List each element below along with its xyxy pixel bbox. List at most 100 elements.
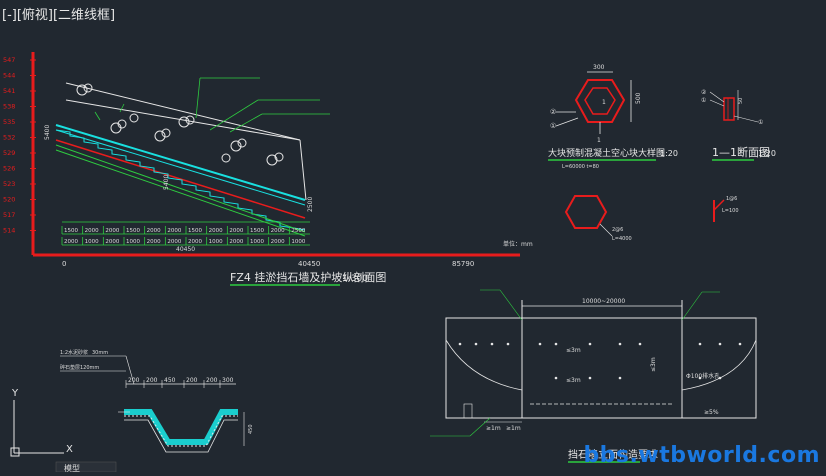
drain-hole bbox=[718, 342, 722, 346]
section-1-1-detail: 50 ② ① ① 1—1断面图 1:20 bbox=[701, 89, 776, 161]
viewport-label[interactable]: [-][俯视][二维线框] bbox=[2, 8, 116, 23]
leader-lines bbox=[94, 77, 330, 133]
drain-hole bbox=[738, 342, 742, 346]
slope-end-line bbox=[299, 139, 307, 201]
boulder-symbols bbox=[76, 83, 284, 166]
elevation-tick-label: 532 bbox=[3, 134, 15, 142]
green-base-line bbox=[55, 144, 306, 233]
dimension-label: 2000 bbox=[167, 228, 181, 234]
dimension-label: 1500 bbox=[126, 228, 140, 234]
wall-bottom-dim-a: ≥1m bbox=[486, 425, 501, 432]
dimension-label: 1500 bbox=[188, 228, 202, 234]
hex-center-marker: 1 bbox=[602, 99, 606, 106]
drain-hole bbox=[474, 342, 478, 346]
elevation-tick-label: 535 bbox=[3, 118, 15, 126]
rebar-legend: 1@6 L=100 bbox=[713, 196, 739, 222]
dimension-label: 2000 bbox=[209, 228, 223, 234]
hex-legend-note: L=4000 bbox=[612, 236, 632, 242]
drain-hole bbox=[718, 376, 722, 380]
section-title: 1—1断面图 bbox=[712, 145, 770, 159]
dimension-label: 2000 bbox=[147, 228, 161, 234]
stepped-wall-outline bbox=[55, 129, 306, 231]
watermark: bbs.wtbworld.com bbox=[583, 443, 820, 468]
ground-line bbox=[65, 99, 301, 141]
elevation-tick-label: 526 bbox=[3, 165, 15, 173]
elevation-tick-label: 529 bbox=[3, 149, 15, 157]
hex-detail-note: L=60000 t=80 bbox=[562, 164, 599, 170]
axis-unit-label: 单位：mm bbox=[503, 240, 533, 248]
dimension-label: 2000 bbox=[271, 239, 285, 245]
drain-hole bbox=[698, 376, 702, 380]
channel-height-dim: 450 bbox=[248, 424, 254, 434]
axis-mid-label: 40450 bbox=[298, 260, 320, 268]
cyan-line-2 bbox=[55, 129, 306, 206]
dimension-label: 2000 bbox=[167, 239, 181, 245]
hex-detail-title: 大块预制混凝土空心块大样图 bbox=[548, 147, 665, 159]
hex-width-dim: 300 bbox=[593, 64, 605, 71]
drain-hole bbox=[618, 376, 622, 380]
elevation-tick-label: 547 bbox=[3, 56, 15, 64]
elevation-tick-label: 523 bbox=[3, 180, 15, 188]
hex-callout-b: ① bbox=[550, 122, 556, 130]
dimension-label: 1000 bbox=[85, 239, 99, 245]
wall-spacing-a: ≤3m bbox=[566, 347, 581, 354]
elevation-tick-label: 544 bbox=[3, 72, 15, 80]
drain-hole bbox=[538, 342, 542, 346]
drain-hole bbox=[458, 342, 462, 346]
ucs-x-label: X bbox=[66, 444, 73, 455]
profile-title: FZ4 挂淤挡石墙及护坡纵剖面图 bbox=[230, 270, 386, 284]
drain-hole bbox=[490, 342, 494, 346]
red-bed-line bbox=[55, 139, 306, 219]
channel-label-a: 1:2水泥砂浆 bbox=[60, 349, 88, 356]
drain-holes bbox=[458, 342, 742, 380]
channel-dim-label: 200 bbox=[128, 377, 140, 384]
hex-legend: 2@6 L=4000 bbox=[564, 195, 632, 242]
hex-callout-a: ② bbox=[550, 108, 556, 116]
section-callout-b: ② bbox=[701, 89, 707, 96]
drain-hole bbox=[554, 376, 558, 380]
dimension-label: 2000 bbox=[105, 239, 119, 245]
elevation-tick-label: 538 bbox=[3, 103, 15, 111]
drain-hole bbox=[506, 342, 510, 346]
dimension-label: 2000 bbox=[64, 239, 78, 245]
drain-hole bbox=[588, 342, 592, 346]
wall-bottom-dim-b: ≥1m bbox=[506, 425, 521, 432]
channel-dim-label: 450 bbox=[164, 377, 176, 384]
dimension-label: 2000 bbox=[85, 228, 99, 234]
axis-end-label: 85790 bbox=[452, 260, 474, 268]
channel-dim-label: 200 bbox=[206, 377, 218, 384]
wall-spacing-b: ≤3m bbox=[566, 377, 581, 384]
wall-height-dim: ≤3m bbox=[650, 357, 657, 372]
dimension-label: 1500 bbox=[64, 228, 78, 234]
model-tab-label: 模型 bbox=[64, 463, 80, 472]
hex-section-marker: 1 bbox=[597, 137, 601, 144]
elevation-tick-label: 514 bbox=[3, 227, 15, 235]
elevation-tick-label: 520 bbox=[3, 196, 15, 204]
wall-drain-label: Φ100排水孔 bbox=[686, 372, 720, 380]
section-callout-c: ① bbox=[758, 119, 763, 126]
ucs-icon: Y X bbox=[10, 388, 73, 457]
channel-label-a-val: 30mm bbox=[92, 350, 108, 356]
dimension-label: 2000 bbox=[105, 228, 119, 234]
drain-hole bbox=[698, 342, 702, 346]
section-callout-a: ① bbox=[701, 97, 706, 104]
ucs-y-label: Y bbox=[11, 388, 19, 399]
channel-label-b: 碎石垫层 bbox=[60, 364, 80, 371]
dimension-label: 1000 bbox=[250, 239, 264, 245]
rebar-legend-sub: 1@6 bbox=[726, 196, 737, 202]
section-dim: 50 bbox=[738, 98, 744, 104]
dimension-chain: 1500 2000 2000 1500 2000 2000 1500 2000 2000 1500… bbox=[61, 221, 310, 253]
hex-block-detail: 300 500 1 1 ② ① 大块预制混凝土空心块大样图 1:20 L=600… bbox=[548, 64, 678, 170]
channel-dim-label: 200 bbox=[146, 377, 158, 384]
side-dim-mid: 5400 bbox=[163, 175, 170, 190]
dimension-label: 1000 bbox=[291, 239, 305, 245]
wall-elevation: 10000~20000 ≤3m ≤3m ≤3m Φ100排水孔 ≥5% ≥1m … bbox=[430, 289, 757, 463]
profile-scale: 1:300 bbox=[342, 274, 368, 284]
dimension-label: 1500 bbox=[250, 228, 264, 234]
